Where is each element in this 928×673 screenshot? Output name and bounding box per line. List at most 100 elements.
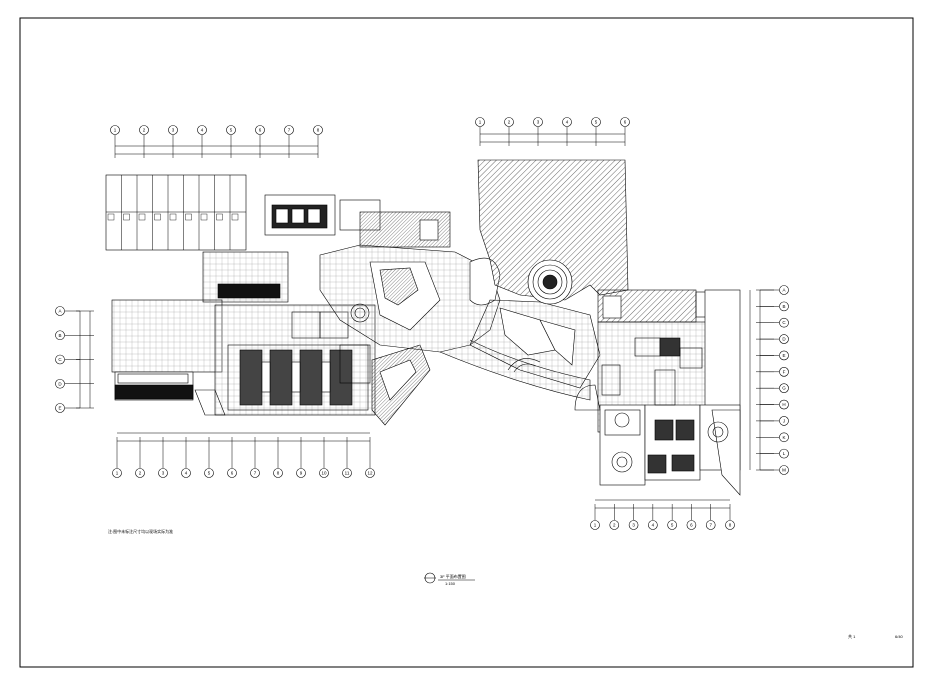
grid-bubble-left-0 — [55, 306, 65, 316]
grid-label-bottom_right-7: 8 — [729, 523, 732, 528]
grid-bubble-left-3 — [55, 378, 65, 389]
grid-label-right-1: B — [782, 304, 785, 309]
grid-bubble-top_left-7 — [313, 125, 323, 135]
grid-label-left-1: B — [58, 333, 61, 338]
grid-bubble-bottom_right-0 — [590, 520, 600, 530]
grid-bubble-right-4 — [779, 350, 789, 361]
grid-bubble-top_left-2 — [168, 125, 178, 135]
grid-bubble-top_left-6 — [284, 125, 294, 135]
grid-label-left-0: A — [58, 309, 61, 314]
dimension-strings — [65, 127, 779, 520]
caption-title: 3F 平面布置图 — [440, 573, 466, 579]
grid-label-bottom_left-1: 2 — [139, 471, 142, 476]
grid-bubble-bottom_left-8 — [296, 468, 306, 478]
grid-label-right-11: M — [782, 468, 786, 473]
grid-label-bottom_right-3: 4 — [652, 523, 655, 528]
grid-label-bottom_left-5: 6 — [231, 471, 234, 476]
grid-label-top_right-5: 6 — [624, 120, 627, 125]
grid-label-bottom_left-0: 1 — [116, 471, 119, 476]
grid-label-right-2: C — [782, 320, 786, 325]
grid-label-bottom_right-2: 3 — [632, 523, 635, 528]
grid-bubble-top_right-0 — [475, 117, 485, 127]
grid-label-top_left-4: 5 — [230, 128, 233, 133]
grid-bubble-top_right-2 — [533, 117, 543, 127]
grid-label-bottom_left-3: 4 — [185, 471, 188, 476]
grid-label-top_left-6: 7 — [288, 128, 291, 133]
grid-label-top_left-0: 1 — [114, 128, 117, 133]
grid-bubble-bottom_left-11 — [365, 468, 375, 478]
grid-label-bottom_left-4: 5 — [208, 471, 211, 476]
grid-label-bottom_right-4: 5 — [671, 523, 674, 528]
grid-label-bottom_left-6: 7 — [254, 471, 257, 476]
grid-bubble-right-9 — [779, 432, 789, 443]
grid-label-bottom_left-10: 11 — [345, 471, 350, 476]
grid-label-bottom_right-6: 7 — [709, 523, 712, 528]
grid-label-right-0: A — [782, 288, 785, 293]
caption-block: 3F 平面布置图 1:150 — [424, 572, 475, 586]
grid-bubble-right-0 — [779, 285, 789, 295]
grid-bubble-top_left-1 — [139, 125, 149, 135]
grid-bubble-bottom_left-5 — [227, 468, 237, 478]
grid-label-top_left-7: 8 — [317, 128, 320, 133]
grid-bubble-top_left-4 — [226, 125, 236, 135]
grid-bubble-top_left-3 — [197, 125, 207, 135]
grid-label-top_left-5: 6 — [259, 128, 262, 133]
grid-label-bottom_right-0: 1 — [594, 523, 597, 528]
grid-label-left-4: E — [58, 406, 61, 411]
grid-bubble-left-4 — [55, 403, 65, 413]
left-note: 注:图中未标注尺寸均以现场实际为准 — [108, 528, 173, 534]
grid-bubble-bottom_left-1 — [135, 468, 145, 478]
grid-bubble-bottom_left-0 — [112, 468, 122, 478]
grid-label-bottom_left-2: 3 — [162, 471, 165, 476]
grid-label-right-5: F — [783, 369, 786, 374]
grid-label-right-7: H — [782, 402, 785, 407]
grid-bubble-bottom_left-9 — [319, 468, 329, 478]
grid-label-left-3: D — [58, 381, 62, 386]
grid-bubble-bottom_right-1 — [609, 520, 620, 530]
grid-bubble-right-7 — [779, 399, 789, 410]
grid-bubble-left-1 — [55, 330, 65, 341]
grid-bubble-top_left-5 — [255, 125, 265, 135]
grid-label-bottom_right-5: 6 — [690, 523, 693, 528]
grid-bubble-right-6 — [779, 383, 789, 393]
grid-label-bottom_left-9: 10 — [321, 471, 327, 476]
caption-scale: 1:150 — [445, 581, 456, 586]
grid-label-bottom_left-7: 8 — [277, 471, 280, 476]
grid-label-right-9: K — [782, 435, 785, 440]
grid-label-top_left-2: 3 — [172, 128, 175, 133]
grid-label-right-10: L — [783, 451, 786, 456]
grid-label-right-4: E — [782, 353, 785, 358]
grid-bubble-top_left-0 — [110, 125, 120, 135]
grid-label-top_right-2: 3 — [537, 120, 540, 125]
sheet-border — [19, 17, 914, 668]
grid-label-top_right-3: 4 — [566, 120, 569, 125]
grid-bubble-bottom_left-6 — [250, 468, 260, 478]
grid-bubble-right-1 — [779, 301, 789, 312]
grid-bubble-top_right-3 — [562, 117, 572, 127]
grid-bubble-bottom_right-2 — [628, 520, 639, 530]
grid-bubble-bottom_left-7 — [273, 468, 283, 478]
grid-bubble-bottom_right-7 — [725, 520, 735, 530]
grid-bubble-bottom_left-2 — [158, 468, 168, 478]
grid-bubble-left-2 — [55, 354, 65, 365]
grid-bubble-right-10 — [779, 448, 789, 459]
grid-bubble-bottom_left-4 — [204, 468, 214, 478]
sheet-number: 6/40 — [895, 634, 904, 639]
grid-label-top_left-3: 4 — [201, 128, 204, 133]
grid-bubble-right-3 — [779, 334, 789, 344]
grid-bubble-bottom_right-3 — [648, 520, 658, 530]
grid-bubble-bottom_right-6 — [705, 520, 716, 530]
grid-bubble-bottom_right-5 — [686, 520, 697, 530]
grid-label-bottom_left-11: 12 — [367, 471, 373, 476]
grid-label-right-3: D — [782, 337, 786, 342]
grid-bubble-bottom_right-4 — [667, 520, 677, 530]
sheet-prefix: 共 1 — [848, 633, 856, 639]
grid-label-right-8: J — [783, 418, 785, 423]
grid-bubble-right-2 — [779, 317, 789, 328]
grid-label-left-2: C — [58, 357, 62, 362]
grid-label-top_left-1: 2 — [143, 128, 146, 133]
grid-label-top_right-1: 2 — [508, 120, 511, 125]
grid-label-top_right-4: 5 — [595, 120, 598, 125]
